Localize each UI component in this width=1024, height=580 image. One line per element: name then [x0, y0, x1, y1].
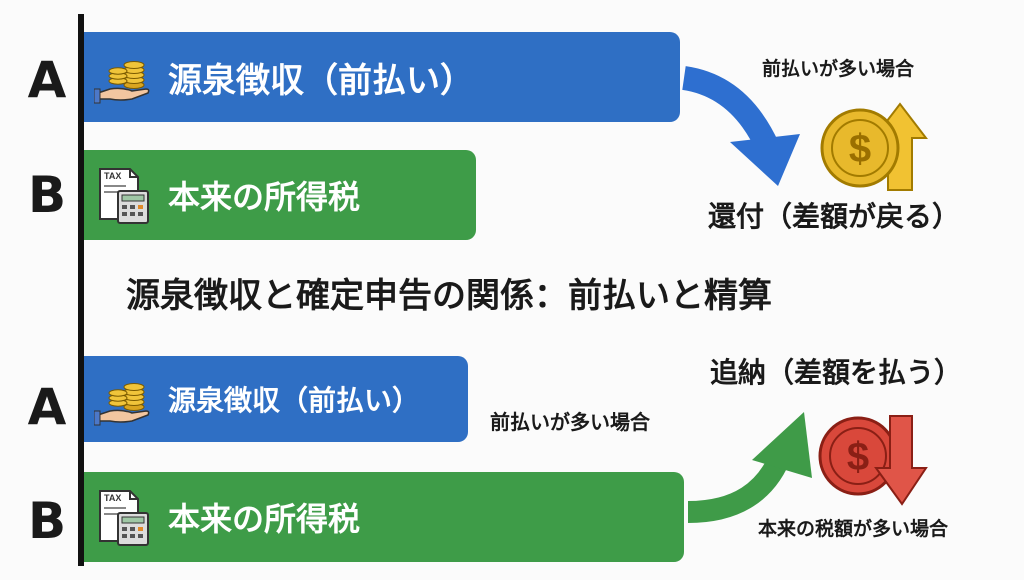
income-tax-label-bottom: 本来の所得税: [168, 500, 361, 538]
withholding-bar-top: 源泉徴収（前払い）: [84, 32, 680, 122]
row-letter-b-bottom: B: [27, 492, 67, 550]
row-letter-a-top: A: [27, 51, 67, 109]
svg-text:$: $: [849, 127, 871, 171]
income-tax-label-top: 本来の所得税: [168, 178, 361, 216]
coins-hand-icon: [94, 61, 150, 104]
withholding-bar-bottom: 源泉徴収（前払い）: [84, 356, 468, 442]
svg-text:$: $: [847, 435, 869, 479]
vertical-axis-line: [78, 14, 84, 566]
svg-text:TAX: TAX: [104, 493, 121, 503]
coins-hand-icon: [94, 383, 150, 426]
page-title: 源泉徴収と確定申告の関係：前払いと精算: [126, 276, 772, 316]
svg-text:TAX: TAX: [104, 171, 121, 181]
dollar-coin-up-arrow-icon: $: [820, 102, 928, 191]
refund-arrow-head: [730, 134, 800, 186]
additional-payment-condition-near-bars: 前払いが多い場合: [490, 410, 650, 434]
additional-payment-arrow: [687, 447, 793, 523]
withholding-label-bottom: 源泉徴収（前払い）: [168, 384, 421, 417]
withholding-label-top: 源泉徴収（前払い）: [168, 60, 474, 101]
row-letter-b-top: B: [27, 166, 67, 224]
additional-payment-condition-text: 本来の税額が多い場合: [758, 518, 949, 540]
refund-arrow: [681, 66, 779, 154]
tax-calculator-icon: TAX: [99, 490, 149, 546]
tax-calculator-icon: TAX: [99, 168, 149, 224]
row-letter-a-bottom: A: [27, 378, 67, 436]
income-tax-bar-bottom: TAX 本来の所得税: [84, 472, 684, 562]
additional-payment-result-text: 追納（差額を払う）: [710, 356, 963, 389]
dollar-coin-down-arrow-icon: $: [818, 415, 928, 506]
refund-condition-text: 前払いが多い場合: [762, 58, 915, 80]
refund-result-text: 還付（差額が戻る）: [708, 200, 961, 233]
income-tax-bar-top: TAX 本来の所得税: [84, 150, 476, 240]
additional-payment-arrow-head: [752, 412, 812, 478]
